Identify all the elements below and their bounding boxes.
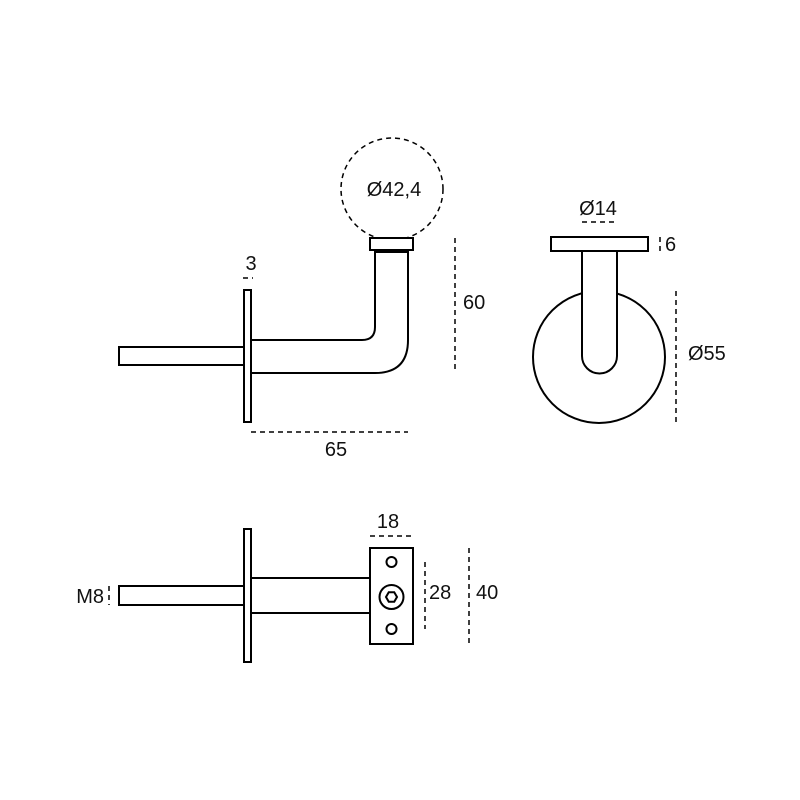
rosette-diameter-label: Ø55 xyxy=(688,343,726,365)
center-boss xyxy=(378,584,405,610)
saddle-length-label: 40 xyxy=(476,582,498,604)
top-view: M8 18 28 40 xyxy=(76,511,498,663)
hex-socket-icon xyxy=(384,591,399,603)
arm-diameter-label: Ø14 xyxy=(579,198,617,220)
projection-label: 65 xyxy=(325,439,347,461)
saddle-width-label: 18 xyxy=(377,511,399,533)
top-saddle xyxy=(369,547,414,645)
height-label: 60 xyxy=(463,292,485,314)
saddle-thickness-label: 6 xyxy=(665,234,676,256)
top-arm xyxy=(250,577,371,614)
top-wall-plate xyxy=(243,528,252,663)
front-saddle xyxy=(550,236,649,252)
top-screw-hole xyxy=(385,556,398,568)
plate-thickness-label: 3 xyxy=(245,253,256,275)
bracket-arm xyxy=(250,251,409,374)
front-view: Ø14 6 Ø55 xyxy=(532,198,726,424)
hole-spacing-label: 28 xyxy=(429,582,451,604)
rail-saddle xyxy=(369,237,414,251)
side-view: Ø42,4 3 60 65 xyxy=(118,137,485,461)
front-arm xyxy=(581,250,618,375)
bottom-screw-hole xyxy=(385,623,398,635)
top-threaded-rod xyxy=(118,585,245,606)
rail-diameter-label: Ø42,4 xyxy=(367,179,421,201)
thread-label: M8 xyxy=(76,586,104,608)
threaded-rod xyxy=(118,346,245,366)
wall-plate xyxy=(243,289,252,423)
handrail-outline xyxy=(340,137,444,241)
